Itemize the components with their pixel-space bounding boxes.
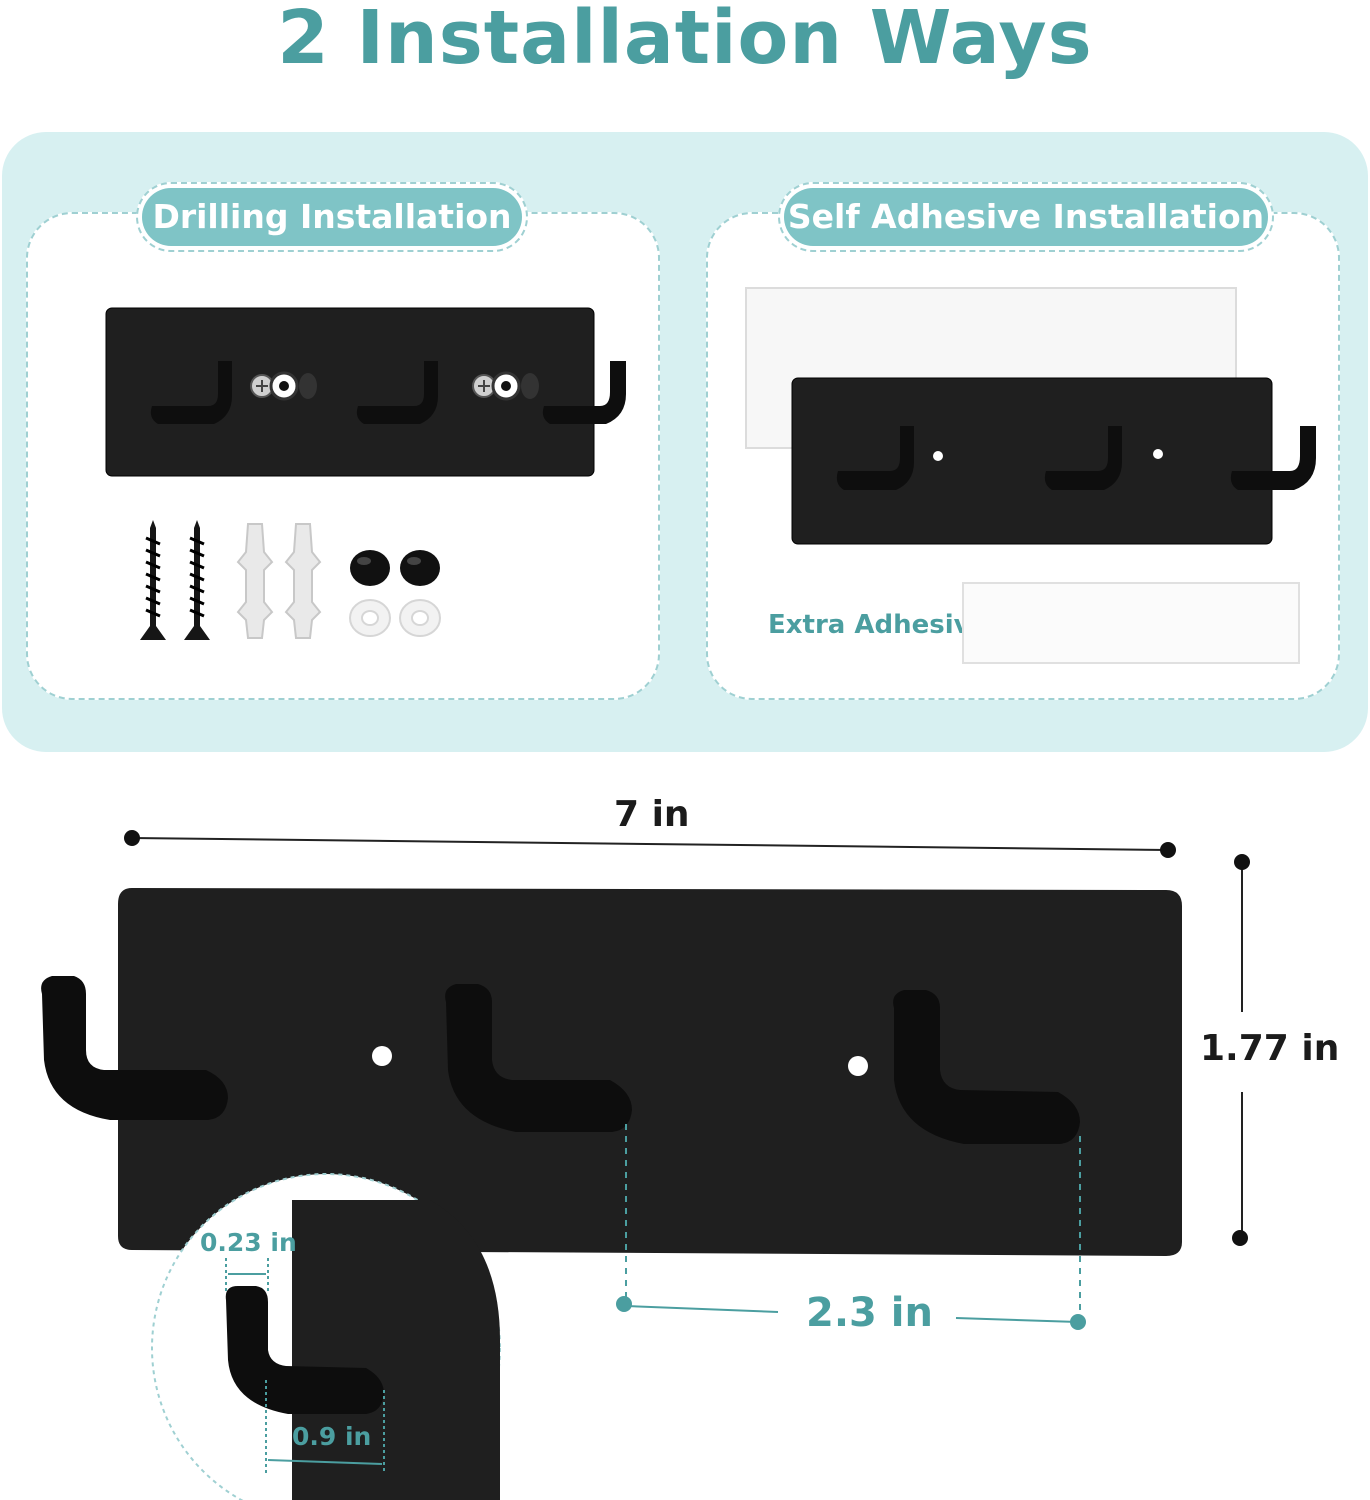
height-label: 1.77 in xyxy=(1200,1028,1340,1069)
hook-diameter-label: 0.23 in xyxy=(200,1228,297,1257)
wall-anchor-icon xyxy=(236,523,274,639)
wall-anchor-icon xyxy=(284,523,322,639)
extra-adhesive-strip xyxy=(962,582,1300,664)
adhesive-rack-image xyxy=(745,287,1316,545)
drilling-rack-image xyxy=(105,307,626,477)
hook-depth-label: 0.9 in xyxy=(292,1422,372,1451)
screw-cap-icon xyxy=(350,550,440,586)
extra-adhesive-label: Extra Adhesive xyxy=(768,610,989,640)
washer-icon xyxy=(349,599,441,637)
dimension-diagram xyxy=(41,830,1250,1500)
adhesive-title: Self Adhesive Installation xyxy=(784,188,1268,246)
screw-icon xyxy=(184,520,210,640)
width-label: 7 in xyxy=(614,794,690,835)
hook-spacing-label: 2.3 in xyxy=(806,1290,933,1336)
screw-icon xyxy=(140,520,166,640)
drilling-title: Drilling Installation xyxy=(142,188,522,246)
page-title: 2 Installation Ways xyxy=(277,0,1093,81)
